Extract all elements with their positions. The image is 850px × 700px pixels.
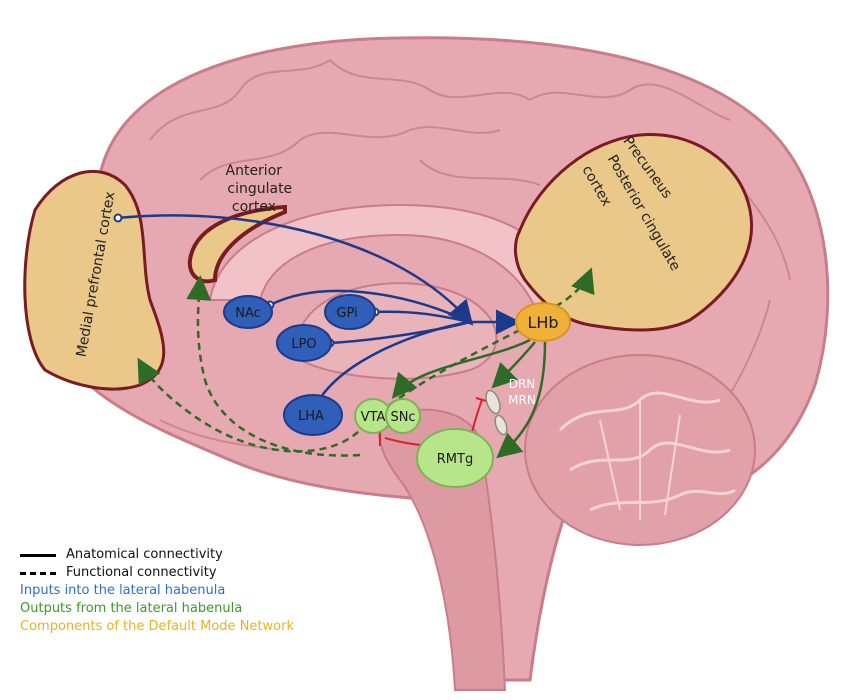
legend: Anatomical connectivity Functional conne… [20, 546, 294, 636]
lhb-node [515, 302, 571, 342]
lha-node [283, 394, 343, 436]
acc-label-line-1: Anterior [226, 163, 283, 179]
cerebellum [524, 354, 756, 546]
snc-node [385, 398, 421, 434]
acc-label-line-3: cortex [232, 199, 276, 215]
solid-line-swatch [20, 550, 56, 560]
mpfc-region [23, 169, 166, 391]
legend-functional-text: Functional connectivity [66, 565, 217, 580]
raphe-nuclei [485, 389, 508, 436]
legend-functional: Functional connectivity [20, 564, 294, 582]
vta-label: VTA [361, 410, 386, 425]
rmtg-node [416, 428, 494, 488]
lpo-node [276, 324, 332, 362]
legend-outputs: Outputs from the lateral habenula [20, 600, 294, 618]
dashed-line-swatch [20, 568, 56, 578]
lha-label: LHA [298, 409, 324, 424]
input-connections [117, 214, 521, 406]
mrn-label: MRN [508, 393, 536, 407]
legend-inputs: Inputs into the lateral habenula [20, 582, 294, 600]
nac-label: NAc [235, 306, 261, 321]
rmtg-label: RMTg [437, 452, 473, 467]
snc-label: SNc [390, 410, 415, 425]
legend-inputs-text: Inputs into the lateral habenula [20, 583, 226, 598]
lpo-label: LPO [291, 337, 316, 352]
nac-node [223, 295, 273, 329]
legend-anatomical-text: Anatomical connectivity [66, 547, 223, 562]
gpi-node [324, 294, 376, 330]
lhb-label: LHb [527, 313, 558, 332]
legend-anatomical: Anatomical connectivity [20, 546, 294, 564]
acc-label: Anterior cingulate cortex [226, 163, 297, 215]
output-connections [391, 338, 547, 459]
legend-dmn-text: Components of the Default Mode Network [20, 619, 294, 634]
acc-label-line-2: cingulate [227, 181, 292, 197]
legend-dmn: Components of the Default Mode Network [20, 618, 294, 636]
drn-label: DRN [509, 377, 536, 391]
legend-outputs-text: Outputs from the lateral habenula [20, 601, 243, 616]
gpi-label: GPi [336, 306, 357, 321]
